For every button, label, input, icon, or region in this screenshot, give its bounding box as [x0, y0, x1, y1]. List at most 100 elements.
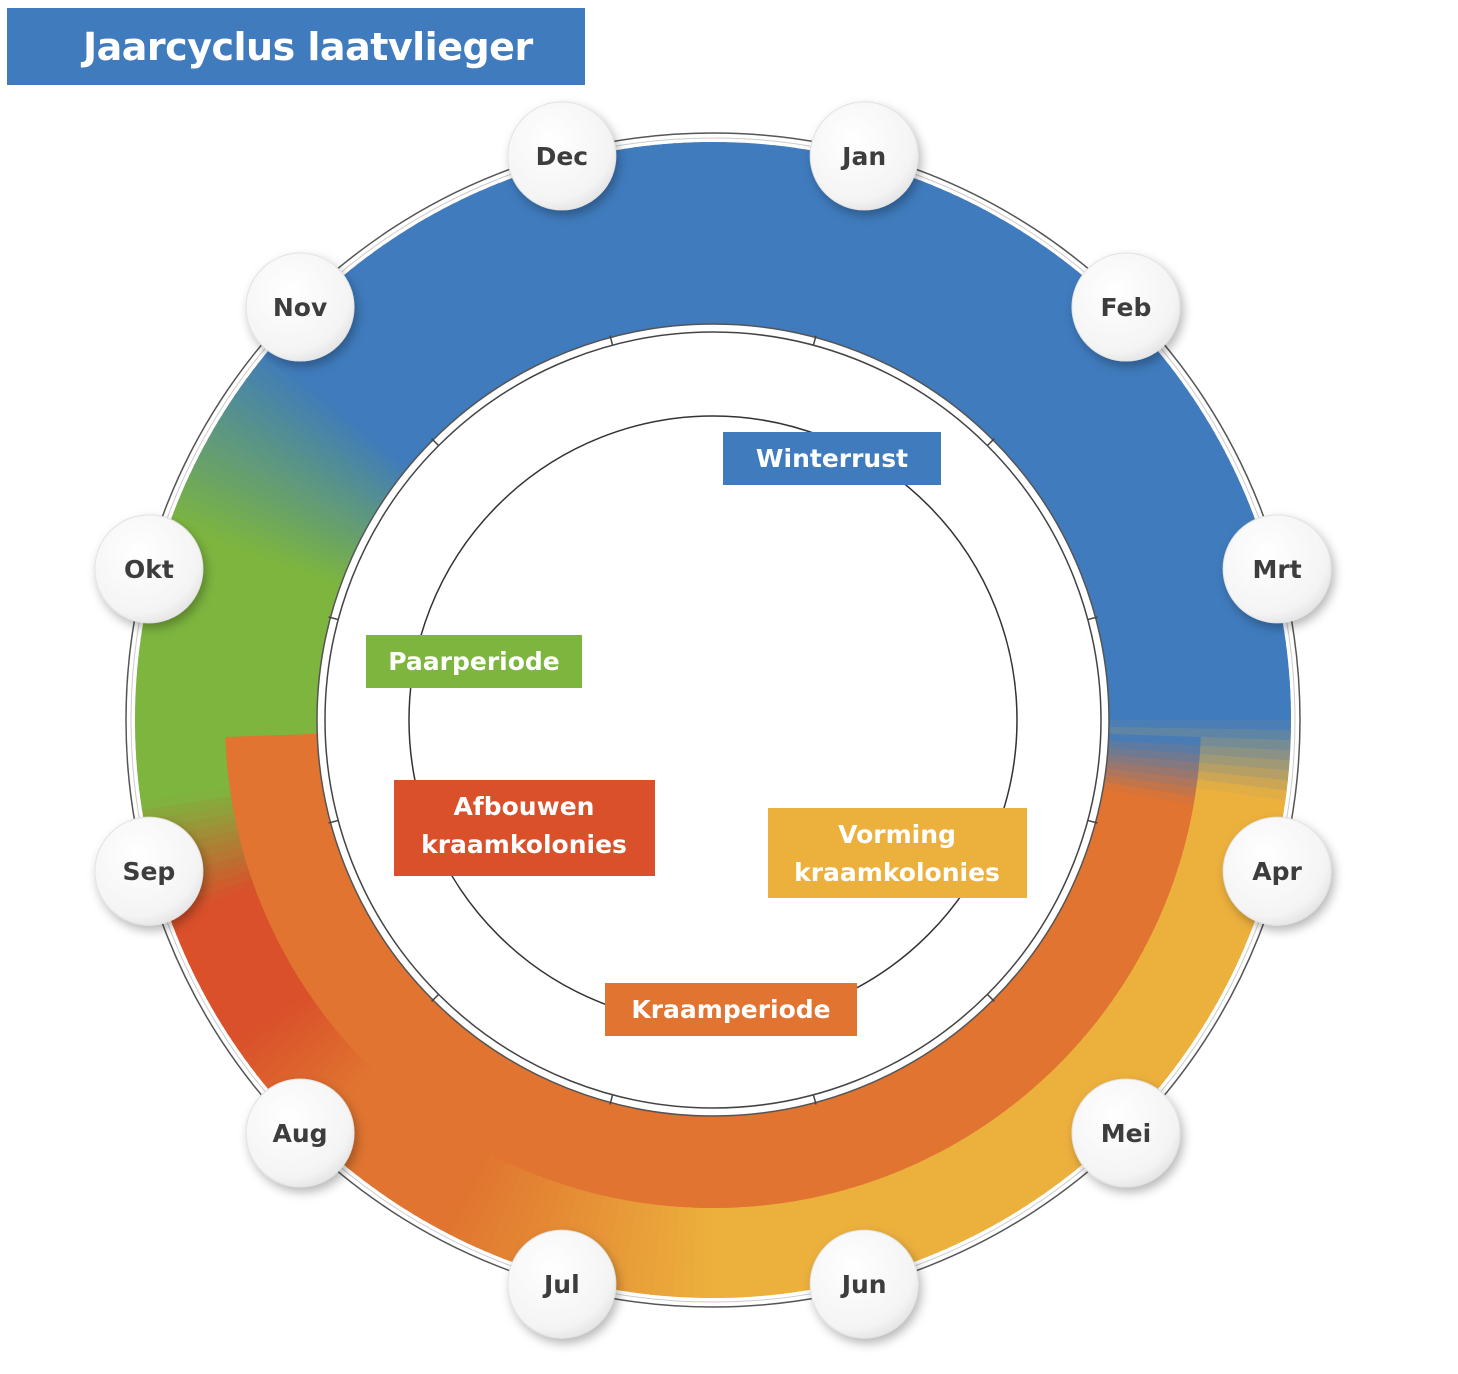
month-dec: Dec	[507, 101, 617, 211]
ring-segment	[1020, 356, 1171, 479]
inner-band-segment	[920, 1052, 979, 1136]
ring-segment	[1108, 679, 1291, 702]
month-bubble	[245, 252, 355, 362]
inner-band-segment	[326, 961, 406, 1028]
inner-band-segment	[1039, 935, 1123, 996]
month-sep: Sep	[94, 816, 204, 926]
inner-band-segment	[230, 779, 324, 805]
inner-band-segment	[859, 1084, 904, 1174]
month-bubble	[1071, 1078, 1181, 1188]
ring-segment	[1048, 413, 1211, 519]
month-label: Sep	[122, 857, 175, 886]
phase-box-kraamperiode	[605, 983, 857, 1036]
inner-tick	[1087, 819, 1098, 824]
ring-segment	[1007, 333, 1152, 463]
ring-segment	[867, 187, 952, 360]
inner-band-segment	[567, 1097, 604, 1190]
inner-disc-border-2	[324, 331, 1102, 1109]
inner-band-segment	[976, 1009, 1046, 1085]
inner-band-segment	[1027, 952, 1108, 1017]
phase-label-paarperiode: Paarperiode	[366, 635, 582, 688]
inner-band-segment	[926, 1048, 986, 1131]
inner-band-segment	[996, 990, 1070, 1062]
inner-band-segment	[423, 1038, 486, 1120]
month-bubble	[507, 101, 617, 211]
phase-text-kraamperiode: Kraamperiode	[631, 995, 830, 1024]
inner-band-segment	[1061, 899, 1148, 952]
ring-segment	[389, 233, 500, 392]
ring-segment	[592, 151, 640, 333]
inner-band-segment	[342, 977, 419, 1047]
inner-band-segment	[543, 1091, 585, 1182]
inner-band-segment	[269, 885, 358, 934]
inner-band-segment	[228, 765, 321, 788]
ring-segment	[1087, 531, 1264, 600]
inner-band-segment	[1090, 829, 1183, 866]
ring-segment	[1062, 448, 1230, 543]
phase-label-kraamperiode: Kraamperiode	[605, 983, 857, 1036]
inner-band-segment	[390, 1017, 459, 1094]
inner-band-segment	[902, 1062, 957, 1149]
inner-band-segment	[316, 950, 397, 1014]
inner-band-segment	[833, 1094, 872, 1186]
inner-band-segment	[758, 1112, 781, 1205]
ring-segment	[1089, 541, 1267, 607]
inner-band-segment	[819, 1098, 856, 1190]
inner-band-segment	[779, 1108, 807, 1202]
phase-text-vorming-1: Vorming	[838, 820, 956, 849]
ring-segment	[1037, 388, 1195, 501]
ring-segment	[406, 222, 512, 385]
ring-segment	[524, 169, 593, 346]
inner-band-segment	[321, 956, 401, 1021]
inner-band-segment	[1014, 969, 1093, 1036]
inner-band-segment	[225, 745, 319, 763]
phase-label-afbouwen: Afbouwen kraamkolonies	[394, 780, 655, 876]
ring-segment	[1011, 340, 1159, 468]
ring-segment	[951, 258, 1072, 410]
inner-band-segment	[403, 1026, 470, 1105]
inner-tick	[609, 1094, 614, 1105]
inner-band-segment	[451, 1054, 510, 1139]
inner-band-segment	[551, 1093, 591, 1185]
month-bubble	[94, 816, 204, 926]
inner-band-segment	[954, 1027, 1021, 1107]
phase-text-vorming-2: kraamkolonies	[794, 858, 1000, 887]
phase-box-afbouwen	[394, 780, 655, 876]
inner-band-segment	[981, 1004, 1052, 1079]
inner-tick	[812, 1094, 817, 1105]
ring-segment	[642, 144, 675, 327]
inner-band-segment	[1086, 842, 1178, 882]
ring-segment	[1033, 380, 1189, 495]
month-okt: Okt	[94, 514, 204, 624]
inner-band-segment	[1047, 923, 1132, 982]
month-bubble	[1222, 816, 1332, 926]
inner-band-segment	[473, 1065, 528, 1151]
ring-segment	[861, 184, 943, 357]
ring-segment	[1082, 512, 1258, 587]
inner-band-segment	[306, 939, 389, 1000]
ring-segment	[357, 256, 477, 408]
inner-band-segment	[384, 1012, 454, 1089]
phase-text-afbouwen-1: Afbouwen	[454, 792, 595, 821]
ring-segment	[217, 410, 379, 517]
inner-band-segment	[466, 1061, 522, 1147]
inner-band-segment	[240, 820, 333, 855]
ring-segment	[468, 190, 555, 362]
inner-band-segment	[826, 1096, 864, 1188]
inner-band-segment	[890, 1069, 943, 1157]
inner-band-segment	[416, 1034, 481, 1115]
ring-segment	[904, 214, 1006, 379]
inner-band-segment	[932, 1044, 993, 1127]
inner-band-segment	[878, 1075, 927, 1164]
ring-segment	[450, 198, 542, 368]
ring-segment	[928, 235, 1040, 394]
ring-segment	[1016, 348, 1165, 473]
inner-ring-ticks	[328, 335, 1098, 1105]
ring-segment	[1041, 396, 1200, 507]
inner-band-segment	[311, 945, 393, 1007]
inner-band-segment	[229, 772, 322, 797]
month-apr: Apr	[1222, 816, 1332, 926]
ring-segment	[1085, 522, 1261, 594]
inner-band-segment	[949, 1032, 1014, 1112]
inner-band-segment	[1035, 941, 1118, 1003]
